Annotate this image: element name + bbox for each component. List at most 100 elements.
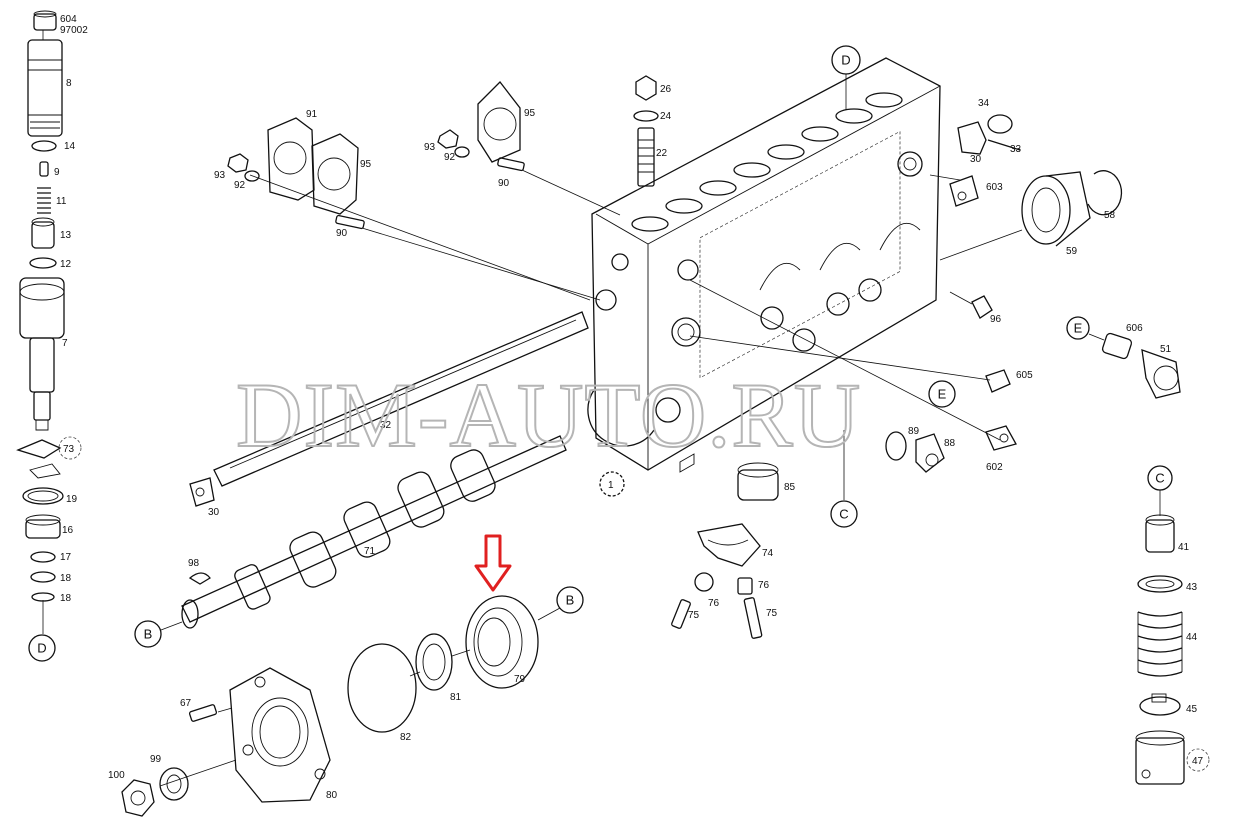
valve-seat-13: [31, 221, 55, 249]
camshaft-71: [181, 435, 567, 629]
label-81: 81: [450, 692, 462, 703]
label-34: 34: [978, 98, 990, 109]
label-18b: 18: [60, 593, 72, 604]
label-96: 96: [990, 314, 1002, 325]
label-13: 13: [60, 230, 72, 241]
washer-76a: [694, 572, 714, 592]
label-30a: 30: [970, 154, 982, 165]
screw-67: [188, 704, 218, 722]
label-93a: 93: [214, 170, 226, 181]
washer-24: [633, 110, 659, 122]
upper-right-parts: [737, 114, 1181, 501]
label-47: 47: [1192, 756, 1204, 767]
label-18a: 18: [60, 573, 72, 584]
upper-left-parts: [227, 75, 659, 301]
label-30b: 30: [208, 507, 220, 518]
callout-c-right: C: [1147, 465, 1173, 491]
key-98: [188, 572, 211, 585]
label-9: 9: [54, 167, 60, 178]
control-sleeve-73: [16, 439, 62, 459]
svg-text:C: C: [1155, 471, 1164, 486]
highlight-arrow: [474, 534, 512, 592]
callout-d-top: D: [831, 45, 861, 75]
label-90a: 90: [336, 228, 348, 239]
label-80: 80: [326, 790, 338, 801]
housing-bores: [631, 92, 903, 232]
label-14: 14: [64, 141, 76, 152]
svg-text:E: E: [1074, 321, 1083, 336]
lower-middle-parts: [121, 523, 763, 817]
label-19: 19: [66, 494, 78, 505]
sleeve-606: [1101, 332, 1133, 360]
label-73: 73: [63, 444, 75, 455]
o-ring-82: [347, 643, 417, 733]
valve-holder-8: [27, 39, 63, 137]
nut-26: [635, 75, 657, 101]
label-91: 91: [306, 109, 318, 120]
callouts: D D E E C C B B: [28, 45, 1210, 772]
label-93b: 93: [424, 142, 436, 153]
stud-90b: [497, 157, 525, 172]
lever-603: [949, 175, 979, 207]
washer-99: [159, 767, 189, 801]
stud-22: [637, 127, 655, 187]
bracket-30a: [957, 121, 987, 155]
ring-18b: [31, 592, 55, 602]
label-16: 16: [62, 525, 74, 536]
callout-e-mid: E: [928, 380, 956, 408]
svg-text:B: B: [144, 627, 153, 642]
label-22: 22: [656, 148, 668, 159]
cap-85: [737, 469, 779, 501]
label-12: 12: [60, 259, 72, 270]
label-100: 100: [108, 770, 125, 781]
nut-93a: [227, 153, 249, 173]
shell-74: [697, 523, 761, 567]
label-67: 67: [180, 698, 192, 709]
nut-34: [987, 114, 1013, 134]
plunger-stack: [16, 10, 65, 634]
callout-b-right: B: [556, 586, 584, 614]
disc-45: [1139, 696, 1181, 716]
label-51: 51: [1160, 344, 1172, 355]
label-95b: 95: [524, 108, 536, 119]
spring-44: [1137, 611, 1183, 677]
cap-604: [33, 13, 57, 31]
callout-e-right-shape: [1066, 316, 1090, 340]
label-58: 58: [1104, 210, 1116, 221]
label-7: 7: [62, 338, 68, 349]
label-59: 59: [1066, 246, 1078, 257]
sleeve-76b: [737, 577, 753, 595]
label-95a: 95: [360, 159, 372, 170]
tappet-stack: [1135, 490, 1185, 785]
bearing-59: [1021, 175, 1071, 245]
label-85: 85: [784, 482, 796, 493]
callout-e-right: E: [1074, 321, 1083, 336]
nut-100: [121, 779, 155, 817]
label-33: 33: [1010, 144, 1022, 155]
label-1: 1: [608, 480, 614, 491]
watermark-text: DIM-AUTO.RU: [236, 364, 861, 466]
part-labels: 604 97002 8 14 9 11 13 12 7 73 19 16 17 …: [54, 14, 1204, 801]
label-89: 89: [908, 426, 920, 437]
label-24: 24: [660, 111, 672, 122]
bearing-79: [465, 595, 539, 689]
label-44: 44: [1186, 632, 1198, 643]
svg-text:D: D: [37, 641, 46, 656]
bolt-75b: [743, 597, 763, 639]
label-92a: 92: [234, 180, 246, 191]
seal-81: [415, 633, 453, 691]
washer-92b: [454, 146, 470, 158]
bracket-30b: [189, 477, 215, 507]
screw-88: [915, 433, 945, 473]
label-92b: 92: [444, 152, 456, 163]
label-76a: 76: [708, 598, 720, 609]
label-605: 605: [1016, 370, 1033, 381]
gasket-95a: [311, 133, 359, 215]
label-45: 45: [1186, 704, 1198, 715]
label-8: 8: [66, 78, 72, 89]
nut-93b: [437, 129, 459, 149]
label-74: 74: [762, 548, 774, 559]
ring-19: [22, 487, 64, 505]
gasket-91: [267, 117, 315, 201]
